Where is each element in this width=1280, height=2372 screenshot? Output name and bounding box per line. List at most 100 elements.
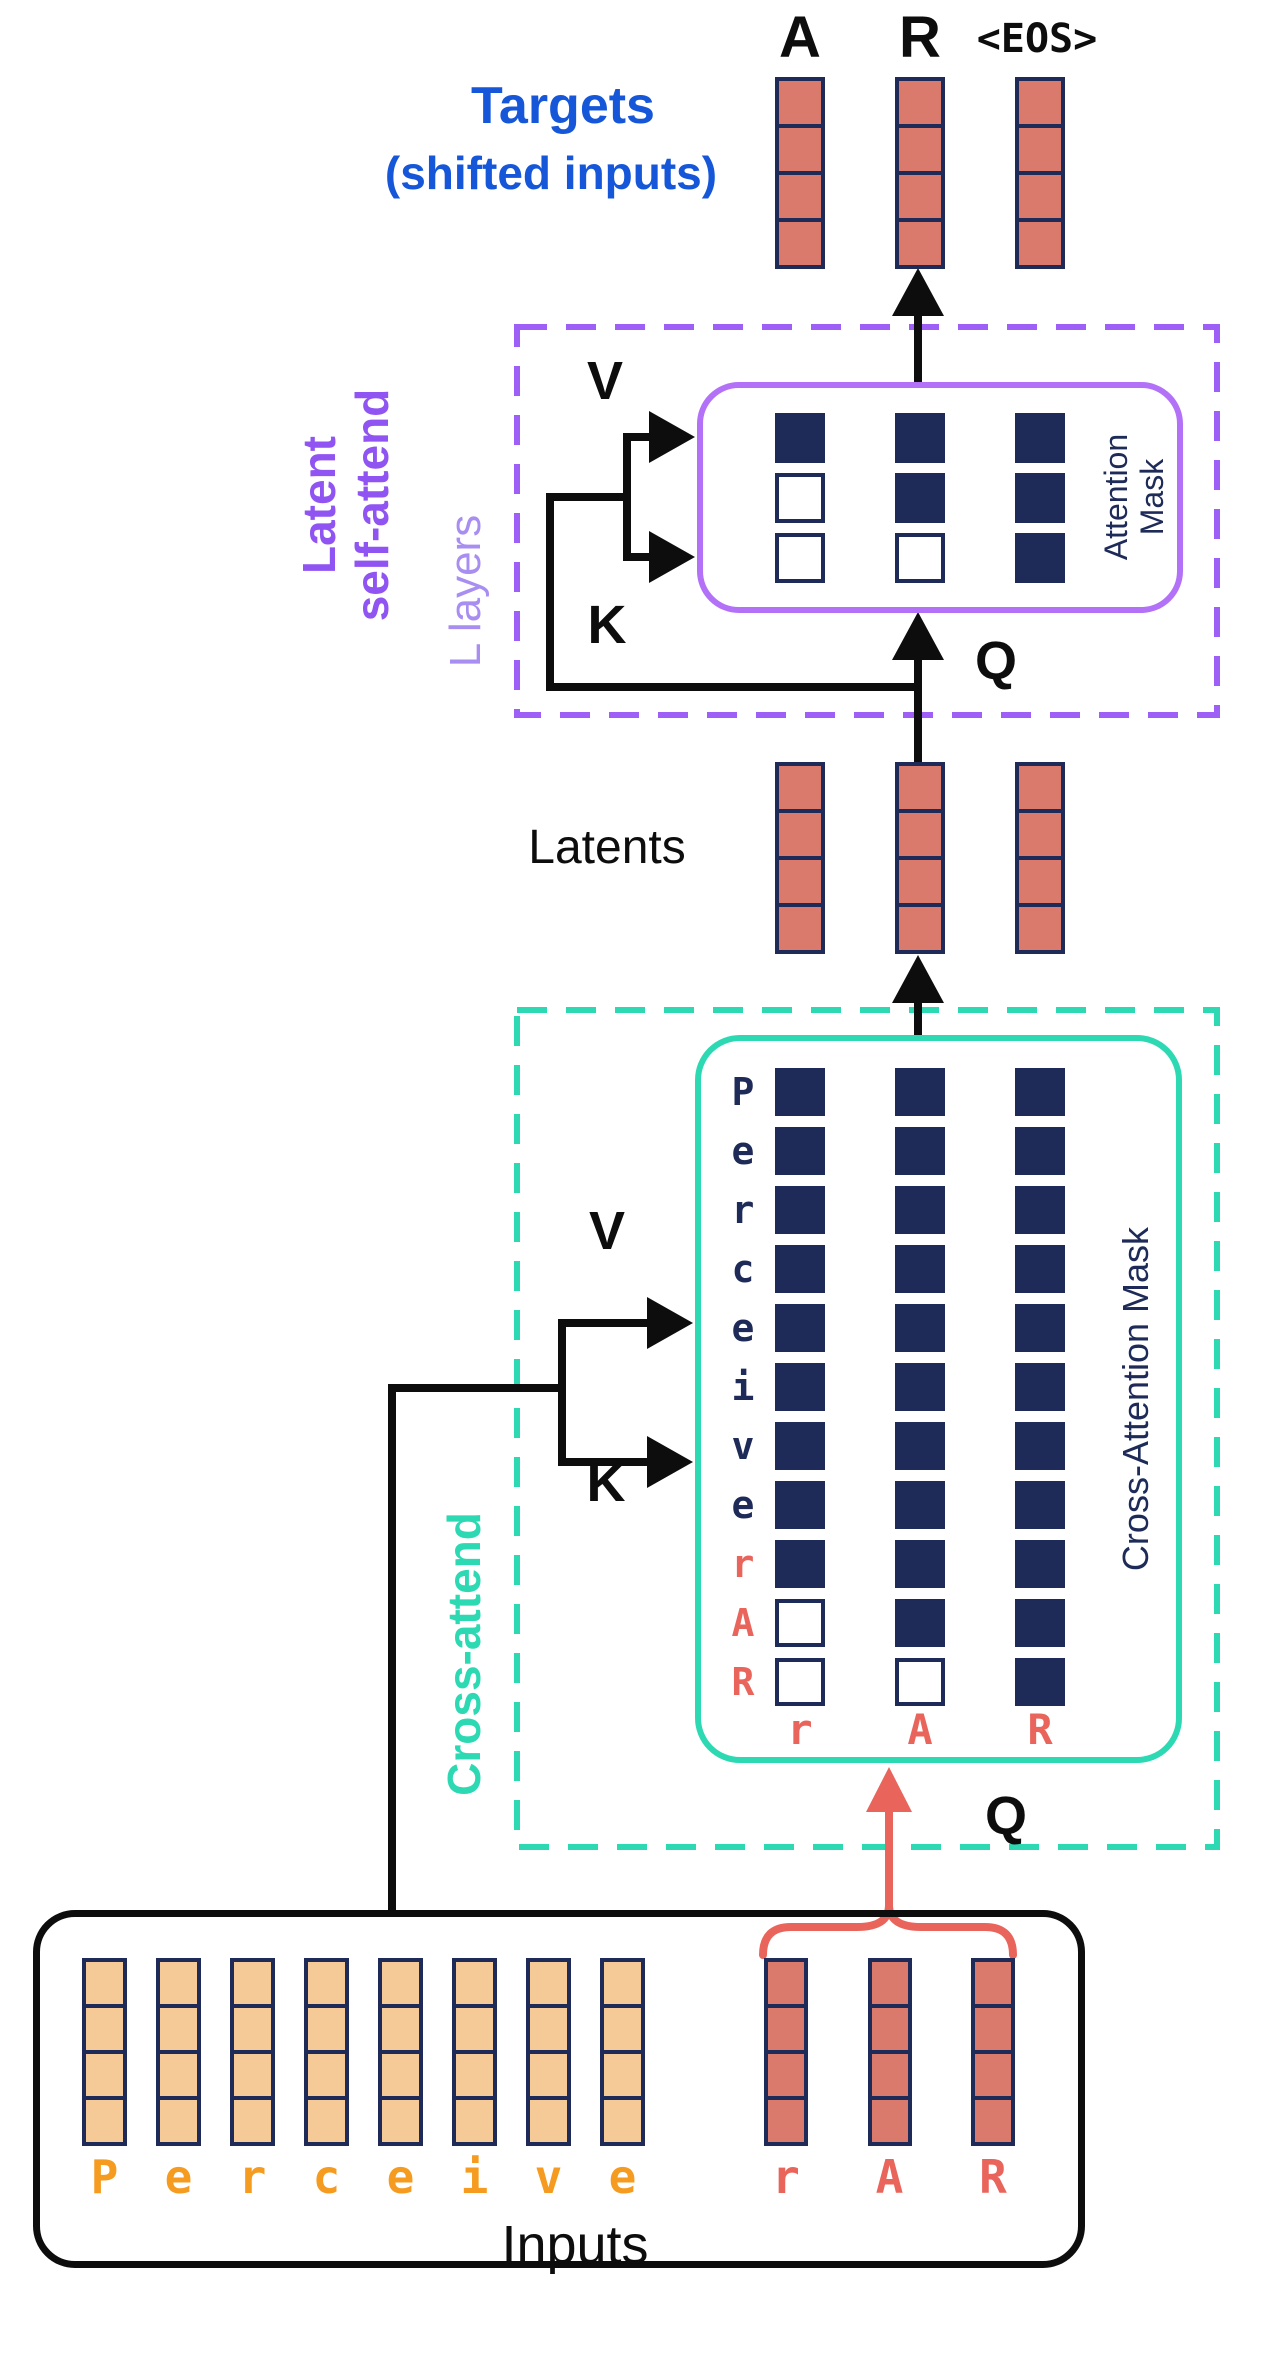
cross-mask-row-label: A [731,1601,755,1645]
latent-token-column [1015,809,1065,860]
target-token-column [895,77,945,128]
input-context-token-column [378,1958,423,2008]
cross-mask-cell-filled [895,1068,945,1116]
input-context-token-column [304,2004,349,2054]
latent-q-label: Q [974,631,1017,691]
input-context-token-column [600,1958,645,2008]
cross-mask-cell-filled [895,1422,945,1470]
input-context-token-column [600,2096,645,2146]
cross-mask-row-label: r [731,1542,755,1586]
target-token-column [1015,77,1065,128]
cross-mask-row-label: i [731,1365,755,1409]
cross-mask-cell-filled [1015,1599,1065,1647]
target-label-eos: <EOS> [976,16,1098,62]
input-query-token-column [867,2050,912,2100]
cross-v-arrowhead [647,1297,693,1349]
input-query-letter: A [875,2150,904,2204]
target-token-column [895,218,945,269]
latent-token-column [895,903,945,954]
attn-mask-cell-empty [775,473,825,523]
cross-mask-cell-filled [775,1363,825,1411]
cross-mask-cell-filled [1015,1186,1065,1234]
crossout-arrowhead [892,955,944,1003]
cross-mask-cell-filled [1015,1245,1065,1293]
attn-mask-cell-filled [1015,473,1065,523]
target-token-column [895,171,945,222]
cross-mask-cell-filled [775,1127,825,1175]
latent-token-column [1015,856,1065,907]
inputs-label: Inputs [501,2215,649,2275]
attn-mask-cell-filled [1015,533,1065,583]
latent-token-column [895,809,945,860]
latent-kv-loop-line [546,493,918,691]
cross-attention-mask-title: Cross-Attention Mask [1115,1226,1156,1572]
input-context-token-column [378,2050,423,2100]
cross-mask-row-label: v [731,1424,755,1468]
input-context-token-column [452,2096,497,2146]
cross-mask-cell-filled [1015,1540,1065,1588]
input-context-token-column [304,2050,349,2100]
input-query-token-column [971,2096,1015,2146]
input-query-token-column [764,1958,808,2008]
cross-mask-cell-filled [895,1363,945,1411]
input-context-token-column [304,1958,349,2008]
target-label-a: A [779,5,821,70]
cross-k-arrowhead [647,1436,693,1488]
input-context-token-column [452,2004,497,2054]
cross-mask-cell-filled [895,1186,945,1234]
latent-title-line2: self-attend [346,388,398,622]
attn-mask-cell-filled [895,473,945,523]
input-context-token-column [156,2050,201,2100]
attn-mask-cell-filled [775,413,825,463]
input-query-letter: r [772,2150,800,2204]
cross-mask-cell-empty [775,1599,825,1647]
output-arrowhead [892,268,944,316]
latent-q-arrowhead [892,612,944,660]
cross-mask-cell-empty [895,1658,945,1706]
latent-layers-label: L layers [441,514,490,668]
input-query-token-column [867,1958,912,2008]
input-context-token-column [526,2004,571,2054]
input-context-token-column [82,1958,127,2008]
input-query-token-column [971,2004,1015,2054]
latent-token-column [895,762,945,813]
input-context-letter: i [460,2150,489,2204]
input-context-token-column [230,2004,275,2054]
input-context-letter: e [608,2150,637,2204]
cross-attention-box [695,1035,1182,1763]
cross-mask-cell-filled [1015,1481,1065,1529]
input-context-token-column [230,1958,275,2008]
input-context-token-column [230,2050,275,2100]
input-context-letter: P [90,2150,119,2204]
query-q-arrowhead [866,1767,912,1812]
cross-mask-cell-filled [1015,1304,1065,1352]
cross-mask-row-label: r [731,1188,755,1232]
cross-mask-query-label: r [787,1705,813,1754]
cross-mask-cell-filled [1015,1068,1065,1116]
input-context-token-column [452,1958,497,2008]
attn-mask-cell-filled [895,413,945,463]
input-query-token-column [764,2096,808,2146]
latent-token-column [775,903,825,954]
latent-k-arrowhead [649,531,695,583]
input-query-letter: R [979,2150,1007,2204]
targets-title: Targets [471,77,655,135]
target-token-column [1015,218,1065,269]
cross-mask-cell-filled [895,1304,945,1352]
cross-mask-cell-filled [895,1599,945,1647]
input-context-token-column [304,2096,349,2146]
latent-token-column [1015,762,1065,813]
input-context-letter: r [238,2150,267,2204]
cross-mask-cell-filled [775,1068,825,1116]
attention-mask-title-line2: Mask [1134,458,1170,536]
cross-mask-cell-filled [895,1245,945,1293]
input-context-token-column [526,1958,571,2008]
cross-mask-row-label: P [731,1070,755,1114]
input-context-token-column [156,1958,201,2008]
cross-attend-dashed-box [514,1007,1220,1850]
cross-mask-row-label: e [731,1306,755,1350]
latent-token-column [775,809,825,860]
target-token-column [895,124,945,175]
